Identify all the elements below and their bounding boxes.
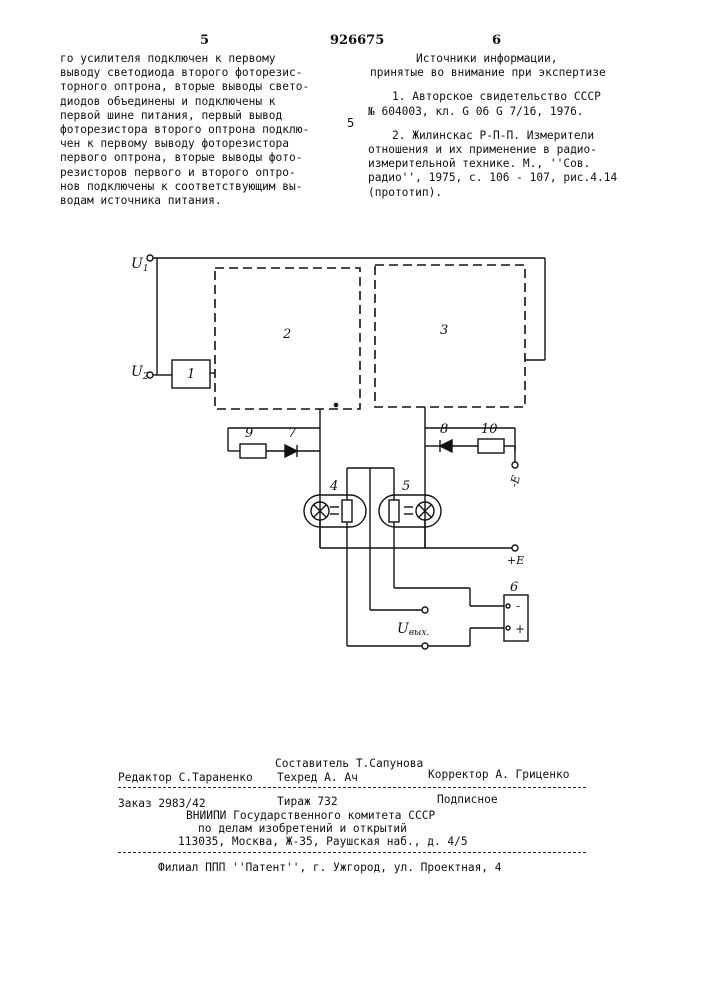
label-block-1: 1 (187, 367, 195, 382)
footer-divider (118, 787, 586, 788)
branch-address: Филиал ППП ''Патент'', г. Ужгород, ул. П… (158, 861, 502, 875)
label-resistor-10: 10 (481, 422, 498, 437)
label-source-6: 6 (510, 580, 518, 595)
label-diode-8: 8 (440, 422, 448, 437)
label-diode-7: 7 (288, 426, 297, 441)
composer: Составитель Т.Сапунова (275, 757, 423, 771)
label-output: Uвых. (397, 621, 429, 638)
subscription: Подписное (437, 793, 498, 807)
techred: Техред А. Ач (277, 771, 358, 785)
label-source-plus: + (515, 622, 525, 636)
organization-address: 113035, Москва, Ж-35, Раушская наб., д. … (178, 835, 468, 849)
label-optron-5: 5 (402, 479, 410, 494)
label-minus-e: -E (507, 474, 523, 489)
label-source-minus: - (516, 599, 520, 613)
organization-line-1: ВНИИПИ Государственного комитета СССР (186, 809, 435, 823)
organization-line-2: по делам изобретений и открытий (198, 822, 407, 836)
label-optron-4: 4 (329, 479, 338, 494)
label-u2: U2 (131, 364, 149, 382)
label-block-2: 2 (282, 327, 291, 342)
corrector: Корректор А. Гриценко (428, 768, 569, 782)
label-plus-e: +E (507, 554, 524, 567)
footer-divider (118, 852, 586, 853)
label-block-3: 3 (440, 323, 448, 338)
editor: Редактор С.Тараненко (118, 771, 253, 785)
label-resistor-9: 9 (245, 426, 253, 441)
label-u1: U1 (131, 256, 149, 274)
circulation: Тираж 732 (277, 795, 338, 809)
